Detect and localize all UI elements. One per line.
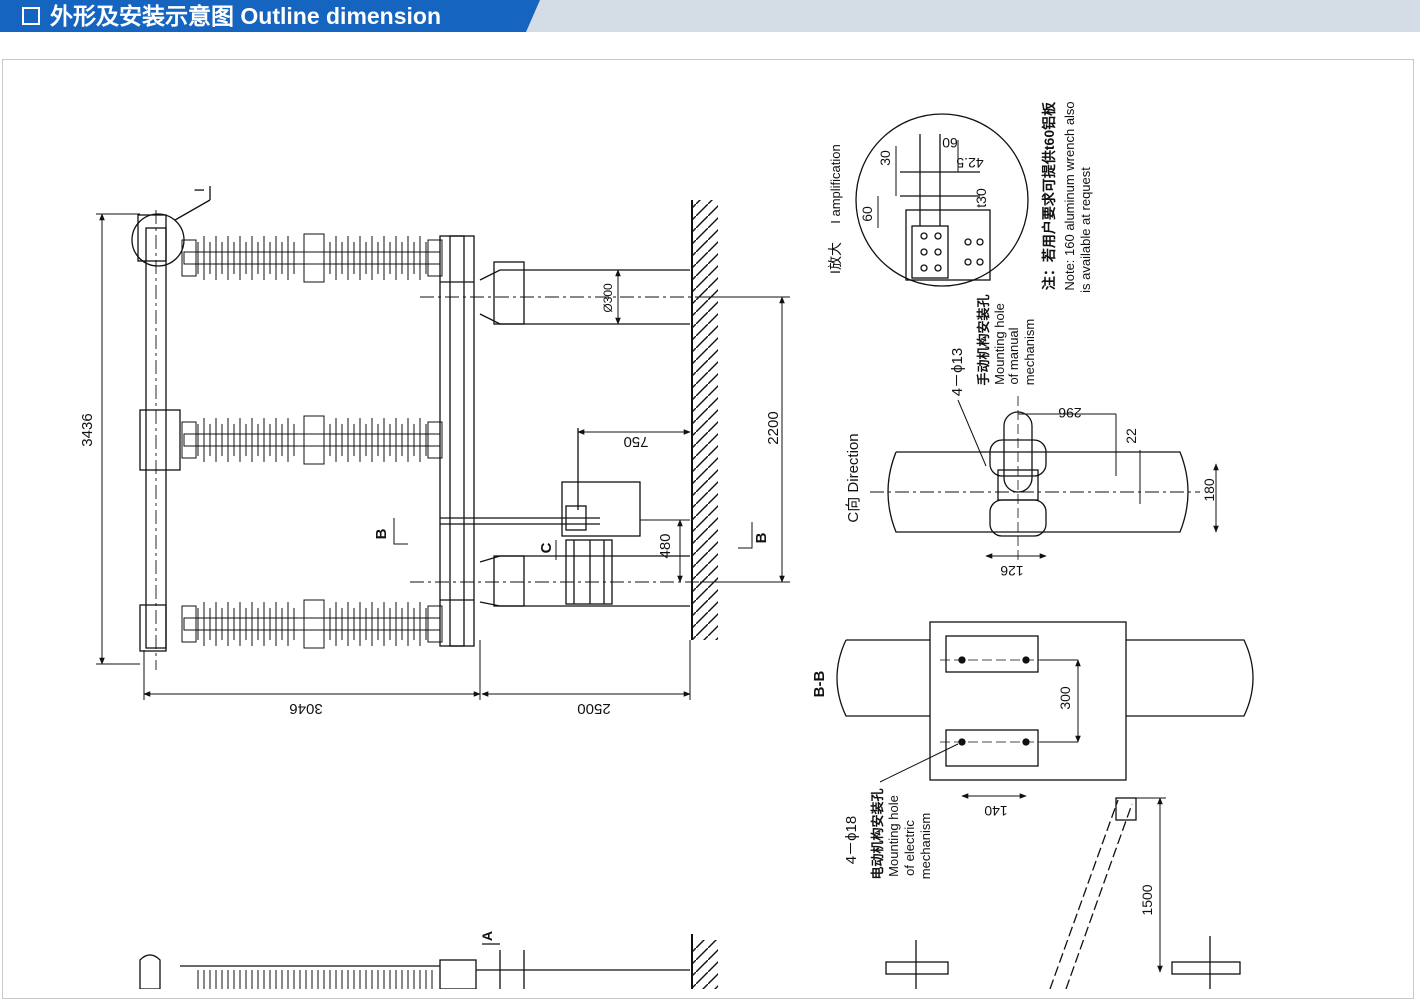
c-hole-en-1: Mounting hole	[992, 303, 1007, 385]
insulator-bottom	[181, 599, 443, 649]
insulator-top	[181, 233, 443, 283]
c-hole-spec: 4－ϕ13	[949, 348, 966, 396]
c-dim-22: 22	[1123, 428, 1139, 444]
dim-480-label: 480	[657, 533, 674, 558]
page-title: 外形及安装示意图 Outline dimension	[50, 3, 442, 29]
c-hole-en-2: of manual	[1006, 327, 1021, 384]
bb-dim-300: 300	[1057, 686, 1073, 710]
dim-width-left-label: 3046	[289, 700, 322, 717]
dim-750-label: 750	[623, 433, 648, 450]
section-b-right-label: B	[753, 532, 770, 543]
pipe-bottom	[410, 555, 720, 607]
c-dim-180: 180	[1201, 478, 1217, 502]
title-tab	[0, 0, 540, 32]
detail-title-en: I amplification	[828, 144, 843, 223]
pipe-top	[420, 261, 720, 325]
bottom-dim-1500: 1500	[1139, 884, 1155, 915]
detail-note-cn: 注：若用户要求可提供t60铝板	[1041, 101, 1057, 290]
c-dim-126: 126	[1000, 563, 1024, 579]
dim-pipe-dia-label: Ø300	[601, 283, 615, 313]
detail-note-en-2: is available at request	[1078, 167, 1093, 293]
front-view-labels: 3436 3046 2500 2200 750 480 Ø300 I B B C…	[79, 188, 782, 941]
bottom-view-labels: 1500	[1139, 884, 1155, 915]
dim-span-label: 2200	[765, 411, 782, 444]
detail-dim-42-5: 42.5	[956, 155, 983, 171]
bb-dim-140: 140	[984, 803, 1008, 819]
front-view	[96, 186, 790, 700]
insulator-bottom-view	[197, 970, 433, 989]
insulator-middle	[181, 415, 443, 465]
bottom-view	[139, 797, 1241, 989]
detail-view-i	[855, 113, 1029, 287]
bb-hole-spec: 4－ϕ18	[843, 816, 860, 864]
bb-hole-en-2: of electric	[902, 820, 917, 876]
detail-dim-60: 60	[859, 206, 875, 222]
detail-dim-30: 30	[877, 150, 893, 166]
bb-section-view	[836, 621, 1254, 799]
section-b-left-label: B	[373, 528, 390, 539]
dimension-lines	[96, 213, 790, 700]
bb-hole-en-1: Mounting hole	[886, 795, 901, 877]
c-direction-title: C向 Direction	[845, 433, 862, 522]
left-tube	[137, 210, 181, 670]
checkbox-square-icon	[22, 7, 40, 25]
c-direction-labels: C向 Direction 4－ϕ13 手动机构安装孔 Mounting hole…	[845, 294, 1217, 579]
main-frame	[439, 235, 475, 647]
dim-width-right-label: 2500	[577, 700, 610, 717]
bb-hole-cn: 电动机构安装孔	[870, 788, 885, 879]
c-dim-296: 296	[1058, 405, 1082, 421]
dim-height-label: 3436	[79, 413, 96, 446]
detail-title-cn: I放大	[827, 242, 843, 274]
insulator-stacks	[181, 233, 443, 989]
wall-hatch	[691, 200, 718, 640]
operating-mechanism	[440, 428, 641, 605]
detail-note-en-1: Note: 160 aluminum wrench also	[1062, 101, 1077, 290]
detail-i-marker: I	[191, 188, 207, 192]
insulator-top	[180, 236, 440, 276]
detail-circle-i	[131, 213, 185, 267]
c-hole-cn: 手动机构安装孔	[976, 294, 991, 385]
c-direction-view	[870, 396, 1219, 560]
arrow-a-label: A	[479, 931, 495, 941]
detail-dim-t30: t30	[973, 188, 989, 208]
bb-section-labels: B-B 300 140 4－ϕ18 电动机构安装孔 Mounting hole …	[811, 671, 1073, 880]
direction-c-label: C	[538, 542, 555, 553]
detail-dim-60b: 60	[942, 135, 958, 151]
c-hole-en-3: mechanism	[1022, 319, 1037, 385]
bb-hole-en-3: mechanism	[918, 813, 933, 879]
bb-title: B-B	[811, 671, 828, 698]
detail-view-labels: I放大 I amplification 60 30 60 42.5 t30 注：…	[827, 101, 1093, 293]
